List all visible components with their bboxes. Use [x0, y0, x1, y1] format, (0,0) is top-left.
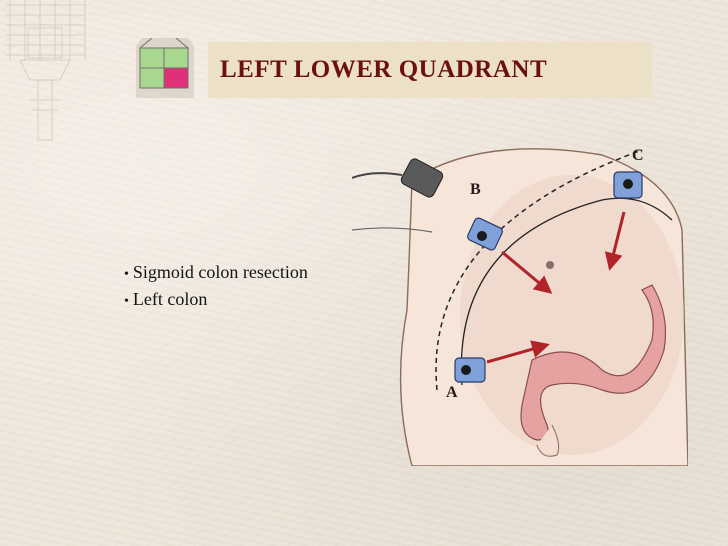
arrow-from-b [501, 250, 553, 294]
bullet-list: Sigmoid colon resection Left colon [124, 260, 308, 314]
abdominal-cavity [460, 175, 684, 455]
bullet-item: Sigmoid colon resection [124, 260, 308, 287]
trocar-port-a [454, 357, 486, 383]
arrow-from-c [604, 211, 626, 271]
port-label-b: B [470, 181, 481, 198]
trocar-port-b [467, 217, 503, 251]
slide-title: LEFT LOWER QUADRANT [220, 56, 548, 83]
trocar-placement-illustration [352, 148, 688, 466]
bullet-item: Left colon [124, 287, 308, 314]
decorative-instrument-sketch [5, 0, 86, 141]
title-bar: LEFT LOWER QUADRANT [208, 42, 652, 98]
quadrant-map-icon [136, 38, 194, 98]
arrow-from-a [486, 340, 550, 364]
trocar-port-c [613, 171, 643, 199]
port-label-a: A [446, 384, 458, 401]
camera-grip [400, 158, 444, 198]
umbilicus [546, 261, 554, 269]
port-label-c: C [632, 147, 644, 164]
